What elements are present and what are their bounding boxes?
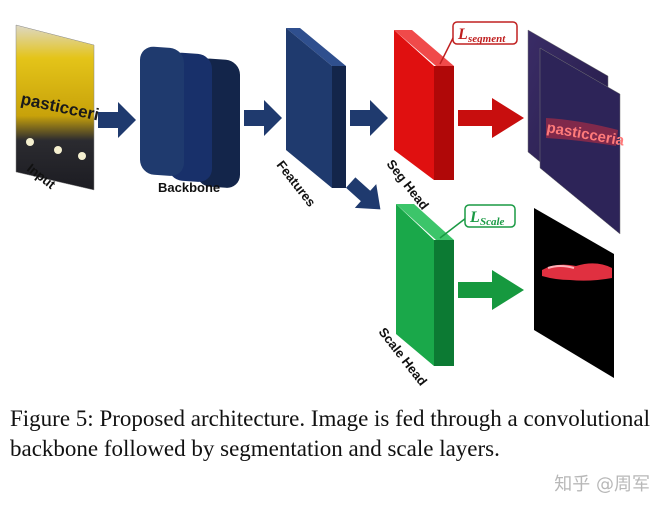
loss-segment-symbol: L	[457, 26, 468, 43]
architecture-diagram: pasticceria Input Backbone Features Seg …	[15, 21, 626, 389]
loss-scale-subscript: Scale	[480, 216, 505, 228]
seg-head-block	[394, 30, 454, 180]
arrow-input-to-backbone	[98, 102, 136, 138]
arrow-scale-head-to-output	[458, 270, 524, 310]
segmentation-output-image: pasticceria	[527, 29, 626, 235]
loss-scale-box: L Scale	[439, 204, 516, 239]
arrow-features-to-seg-head	[350, 100, 388, 136]
backbone-block	[140, 46, 240, 188]
arrow-backbone-to-features	[244, 100, 282, 136]
input-image: pasticceria	[15, 24, 111, 191]
scale-output-image	[534, 208, 614, 378]
features-block	[286, 28, 346, 188]
figure-caption: Figure 5: Proposed architecture. Image i…	[10, 406, 650, 461]
scale-head-block	[396, 204, 454, 366]
loss-segment-subscript: segment	[467, 33, 506, 45]
arrow-seg-head-to-output	[458, 98, 524, 138]
backbone-label: Backbone	[158, 180, 220, 195]
loss-segment-box: L segment	[439, 21, 518, 65]
arrow-features-to-scale-head	[345, 177, 381, 210]
watermark: 知乎 @周军	[554, 474, 650, 495]
loss-scale-symbol: L	[469, 209, 480, 226]
